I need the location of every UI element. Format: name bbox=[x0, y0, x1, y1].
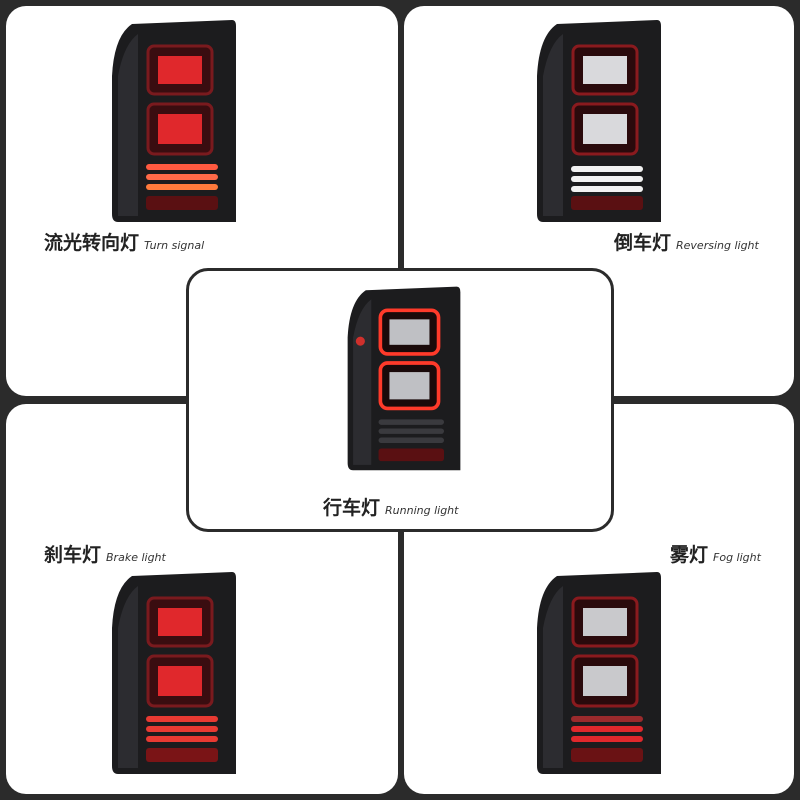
caption-reversing-light: 倒车灯 Reversing light bbox=[614, 228, 759, 255]
caption-brake-light: 刹车灯 Brake light bbox=[44, 540, 166, 567]
caption-turn-signal: 流光转向灯 Turn signal bbox=[44, 228, 204, 255]
taillight-running-image bbox=[347, 286, 461, 471]
taillight-brake-image bbox=[112, 572, 236, 774]
caption-en: Brake light bbox=[106, 551, 166, 564]
caption-en: Reversing light bbox=[676, 239, 759, 252]
taillight-reversing-image bbox=[537, 20, 661, 222]
caption-zh: 倒车灯 bbox=[614, 232, 672, 254]
panel-running-light: 行车灯 Running light bbox=[186, 268, 614, 532]
caption-en: Running light bbox=[385, 504, 459, 517]
caption-zh: 刹车灯 bbox=[44, 544, 102, 566]
caption-zh: 行车灯 bbox=[323, 497, 381, 519]
taillight-turn-signal-image bbox=[112, 20, 236, 222]
caption-en: Turn signal bbox=[144, 239, 205, 252]
caption-fog-light: 雾灯 Fog light bbox=[670, 540, 761, 567]
caption-running-light: 行车灯 Running light bbox=[323, 493, 458, 520]
caption-en: Fog light bbox=[713, 551, 761, 564]
caption-zh: 雾灯 bbox=[670, 544, 709, 566]
caption-zh: 流光转向灯 bbox=[44, 232, 140, 254]
taillight-fog-image bbox=[537, 572, 661, 774]
